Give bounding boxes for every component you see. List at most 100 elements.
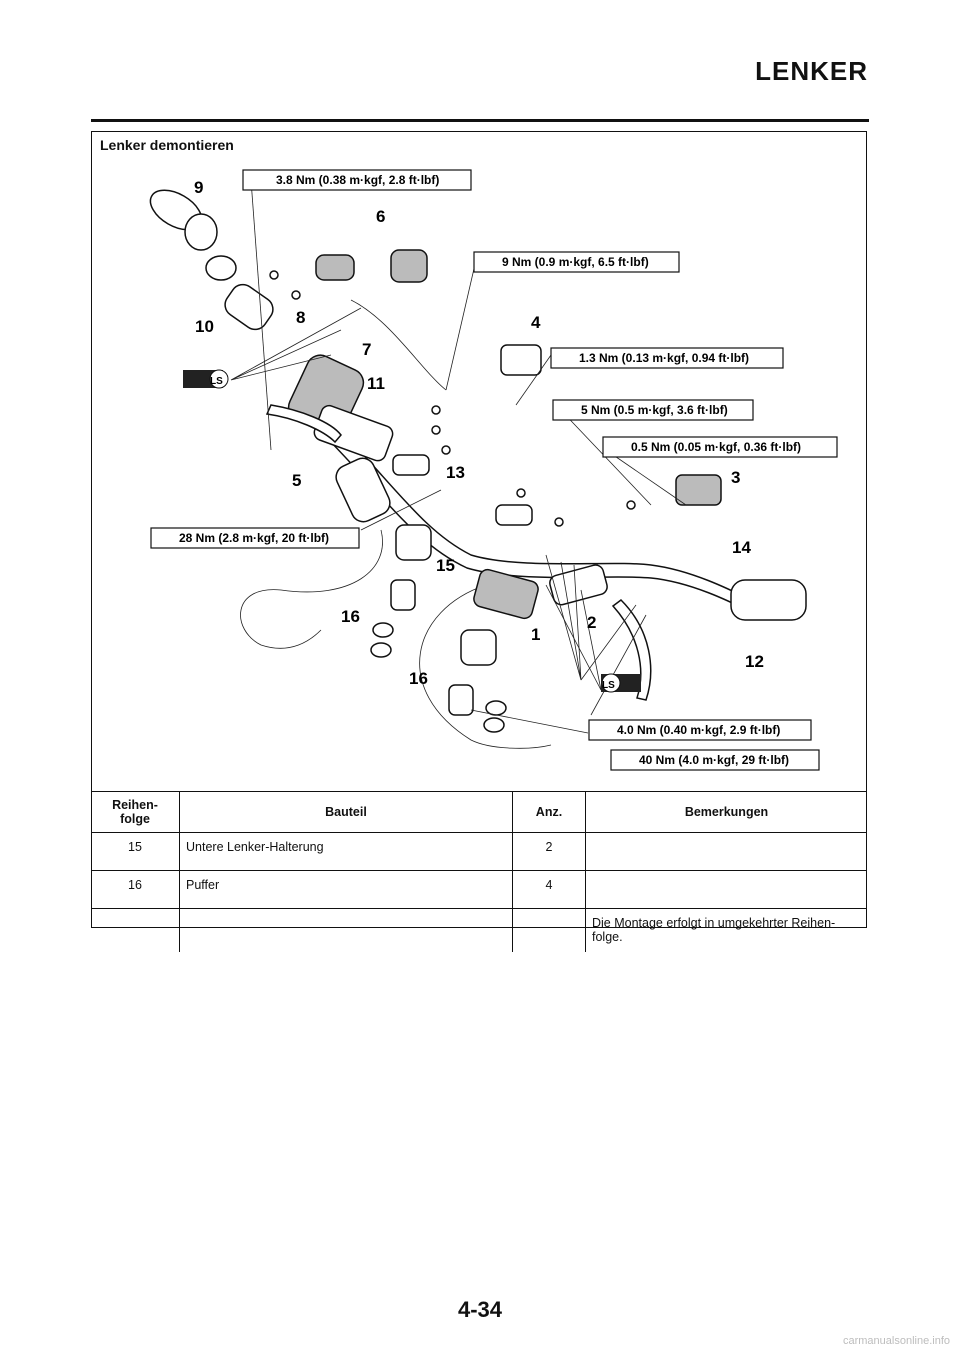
torque-spec: 3.8 Nm (0.38 m·kgf, 2.8 ft·lbf) (276, 173, 439, 187)
grease-ls-right: LS (601, 673, 641, 693)
table-header-remarks: Bemerkungen (585, 791, 867, 833)
torque-box-1: 3.8 Nm (0.38 m·kgf, 2.8 ft·lbf) (242, 169, 472, 191)
page-number: 4-34 (457, 1297, 503, 1322)
grip-9-end (184, 213, 218, 251)
parts-table: Reihen- folge Bauteil Anz. Bemerkungen 1… (91, 791, 867, 952)
row-order: 15 (91, 832, 180, 871)
part-number: 15 (436, 556, 455, 575)
part-number: 3 (731, 468, 740, 487)
table-header-part: Bauteil (179, 791, 513, 833)
torque-spec: 5 Nm (0.5 m·kgf, 3.6 ft·lbf) (581, 403, 728, 417)
bolt (431, 425, 441, 435)
damper-16a-nut (370, 642, 392, 658)
table-row: 16 Puffer 4 (91, 870, 867, 909)
leader-line (515, 354, 552, 406)
bolt (441, 445, 451, 455)
part-number: 11 (367, 374, 385, 393)
table-row: Die Montage erfolgt in umgekehrter Reihe… (91, 908, 867, 952)
part-number: 9 (194, 178, 203, 197)
row-remark (585, 832, 867, 871)
damper-16a (390, 579, 416, 611)
row-remark: Die Montage erfolgt in umgekehrter Reihe… (585, 908, 867, 952)
part-number: 14 (732, 538, 751, 557)
row-remark (585, 870, 867, 909)
table-header-qty: Anz. (512, 791, 586, 833)
clutch-lever (611, 599, 652, 701)
grip-12 (730, 579, 807, 621)
kill-switch-4 (500, 344, 542, 376)
upper-holder (495, 504, 533, 526)
table-header-row: Reihen- folge Bauteil Anz. Bemerkungen (91, 791, 867, 833)
clamp-13 (392, 454, 430, 476)
row-qty: 2 (512, 832, 586, 871)
torque-spec: 40 Nm (4.0 m·kgf, 29 ft·lbf) (639, 753, 789, 767)
handlebar-exploded-diagram: LS LS 3.8 Nm (0.38 m·kgf, 2.8 ft·lbf) 9 … (149, 169, 838, 771)
section-title: Lenker demontieren (100, 137, 234, 153)
part-number: 13 (446, 463, 465, 482)
leader-line (590, 614, 647, 716)
throttle-cables (350, 299, 447, 391)
header-rule (91, 119, 869, 122)
damper-16b-ring (485, 700, 507, 716)
table-header-order: Reihen- folge (91, 791, 180, 833)
torque-box-2: 9 Nm (0.9 m·kgf, 6.5 ft·lbf) (473, 251, 680, 273)
part-number: 16 (341, 607, 360, 626)
watermark: carmanualsonline.info (842, 1335, 950, 1347)
damper-16b (448, 684, 474, 716)
bolt (269, 270, 279, 280)
damper-16a-ring (372, 622, 394, 638)
leader-line (360, 489, 442, 531)
brake-hose (240, 529, 383, 649)
clutch-holder-1 (473, 568, 539, 620)
clamp-6a (315, 254, 355, 281)
torque-spec: 9 Nm (0.9 m·kgf, 6.5 ft·lbf) (502, 255, 649, 269)
leader-line (545, 554, 637, 681)
damper-16b-nut (483, 717, 505, 733)
clamp-6b (390, 249, 428, 283)
bolt (554, 517, 564, 527)
part-number: 8 (296, 308, 305, 327)
leader-line (230, 307, 362, 381)
lube-symbol: LS (602, 680, 615, 691)
torque-box-6: 28 Nm (2.8 m·kgf, 20 ft·lbf) (150, 527, 360, 549)
part-number: 10 (195, 317, 214, 336)
bolt (431, 405, 441, 415)
bolt (291, 290, 301, 300)
table-row: 15 Untere Lenker-Halterung 2 (91, 832, 867, 871)
part-number: 7 (362, 340, 371, 359)
row-part: Untere Lenker-Halterung (179, 832, 513, 871)
part-number: 12 (745, 652, 764, 671)
lube-symbol: LS (210, 376, 223, 387)
torque-spec: 28 Nm (2.8 m·kgf, 20 ft·lbf) (179, 531, 329, 545)
torque-box-8: 40 Nm (4.0 m·kgf, 29 ft·lbf) (610, 749, 820, 771)
page-header-title: LENKER (755, 56, 868, 86)
torque-box-5: 0.5 Nm (0.05 m·kgf, 0.36 ft·lbf) (602, 436, 838, 458)
part-number: 16 (409, 669, 428, 688)
brake-lever (265, 404, 342, 444)
grip-left (335, 457, 391, 523)
row-order: 16 (91, 870, 180, 909)
part-number: 4 (531, 313, 541, 332)
row-part: Puffer (179, 870, 513, 909)
leader-line (445, 259, 477, 391)
row-qty: 4 (512, 870, 586, 909)
leader-line (605, 449, 687, 506)
leader-line (580, 589, 602, 691)
part-number: 6 (376, 207, 385, 226)
lower-holder-15b (460, 629, 497, 666)
part-number: 2 (587, 613, 596, 632)
clutch-cable (419, 584, 552, 749)
torque-spec: 0.5 Nm (0.05 m·kgf, 0.36 ft·lbf) (631, 440, 801, 454)
part-number: 5 (292, 471, 301, 490)
torque-box-7: 4.0 Nm (0.40 m·kgf, 2.9 ft·lbf) (588, 719, 812, 741)
row-qty (512, 908, 586, 952)
washer (205, 255, 237, 281)
lower-holder-15a (395, 524, 432, 561)
grease-ls-left: LS (183, 369, 229, 389)
torque-spec: 1.3 Nm (0.13 m·kgf, 0.94 ft·lbf) (579, 351, 749, 365)
bolt (516, 488, 526, 498)
throttle-tube-10 (224, 283, 274, 331)
part-number: 1 (531, 625, 540, 644)
bolt (626, 500, 636, 510)
row-part (179, 908, 513, 952)
